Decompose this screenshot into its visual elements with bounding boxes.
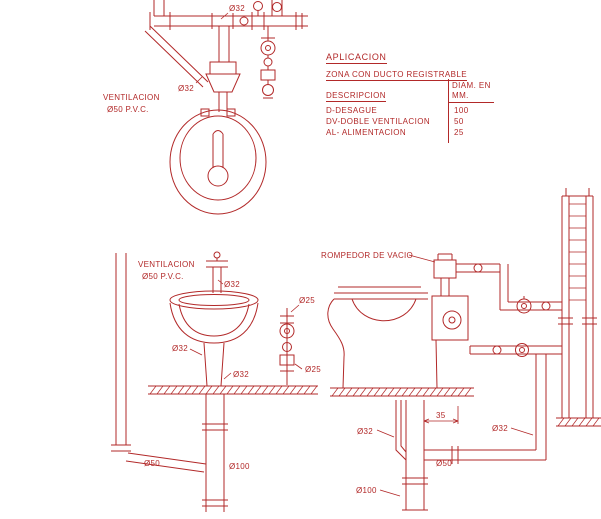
toilet-side xyxy=(327,286,469,389)
wc-front-view: Ø32 Ø32 VENTILACION Ø50 P.V.C. xyxy=(103,0,308,215)
label-d32-branch: Ø32 xyxy=(178,84,194,93)
drain-stack xyxy=(402,400,428,511)
duct-floor-slab xyxy=(556,417,601,427)
spec-table: APLICACION ZONA CON DUCTO REGISTRABLE DE… xyxy=(326,52,506,152)
label-rompedor-de-vacio: ROMPEDOR DE VACIO xyxy=(321,251,413,260)
label-d32-drain: Ø32 xyxy=(233,370,249,379)
service-duct xyxy=(558,188,597,418)
spec-table-vertical-rule xyxy=(448,79,449,143)
label-d32-vent: Ø32 xyxy=(357,427,373,436)
dimension-35 xyxy=(423,406,459,424)
label-d25-supply-top: Ø25 xyxy=(299,296,315,305)
label-vent-line1: VENTILACION xyxy=(138,260,195,269)
floor-slab xyxy=(148,385,318,395)
flushometer-valve xyxy=(205,61,241,112)
label-d32-supply: Ø32 xyxy=(229,4,245,13)
wc-side-view: ROMPEDOR DE VACIO 35 Ø32 Ø32 Ø50 Ø100 xyxy=(321,188,601,511)
label-d100-stack: Ø100 xyxy=(356,486,377,495)
label-dim-35: 35 xyxy=(436,411,446,420)
vent-pipe xyxy=(111,253,131,452)
label-d100-stack: Ø100 xyxy=(229,462,250,471)
label-d32-spout: Ø32 xyxy=(224,280,240,289)
drain-stack xyxy=(202,394,228,512)
faucet-spout xyxy=(206,251,228,293)
vent-line xyxy=(395,400,407,461)
spec-col-descripcion: DESCRIPCION xyxy=(326,91,386,102)
label-d25-supply-bottom: Ø25 xyxy=(305,365,321,374)
label-d50-branch: Ø50 xyxy=(144,459,160,468)
pedestal xyxy=(203,342,225,387)
supply-valve-chain xyxy=(279,308,295,385)
label-d50-branch: Ø50 xyxy=(436,459,452,468)
spec-row-desc: AL- ALIMENTACION xyxy=(326,128,407,137)
spec-row-desc: DV-DOBLE VENTILACION xyxy=(326,117,431,126)
spec-row-desc: D-DESAGUE xyxy=(326,106,378,115)
spec-title: APLICACION xyxy=(326,52,387,64)
supply-piping xyxy=(144,0,308,99)
spec-col-diam-line2: MM. xyxy=(452,91,469,100)
spec-row-mm: 25 xyxy=(454,128,464,137)
label-vent-line2: Ø50 P.V.C. xyxy=(142,272,184,281)
spec-table-horizontal-rule xyxy=(448,102,494,103)
label-vent-line1: VENTILACION xyxy=(103,93,160,102)
spec-row-mm: 50 xyxy=(454,117,464,126)
flush-piping xyxy=(424,263,562,464)
lavatory-view: VENTILACION Ø50 P.V.C. Ø32 Ø32 Ø32 Ø25 Ø… xyxy=(111,251,321,512)
sink-bowl xyxy=(169,290,259,344)
spec-subtitle: ZONA CON DUCTO REGISTRABLE xyxy=(326,70,467,81)
label-vent-line2: Ø50 P.V.C. xyxy=(107,105,149,114)
toilet-bowl-front xyxy=(169,108,267,215)
floor-slab xyxy=(330,387,474,397)
label-d32-duct-pipe: Ø32 xyxy=(492,424,508,433)
spec-row-mm: 100 xyxy=(454,106,469,115)
drain-branch xyxy=(125,452,207,473)
vacuum-breaker xyxy=(433,253,457,296)
spec-col-diam-line1: DIAM. EN xyxy=(452,81,491,90)
label-d32-trap: Ø32 xyxy=(172,344,188,353)
